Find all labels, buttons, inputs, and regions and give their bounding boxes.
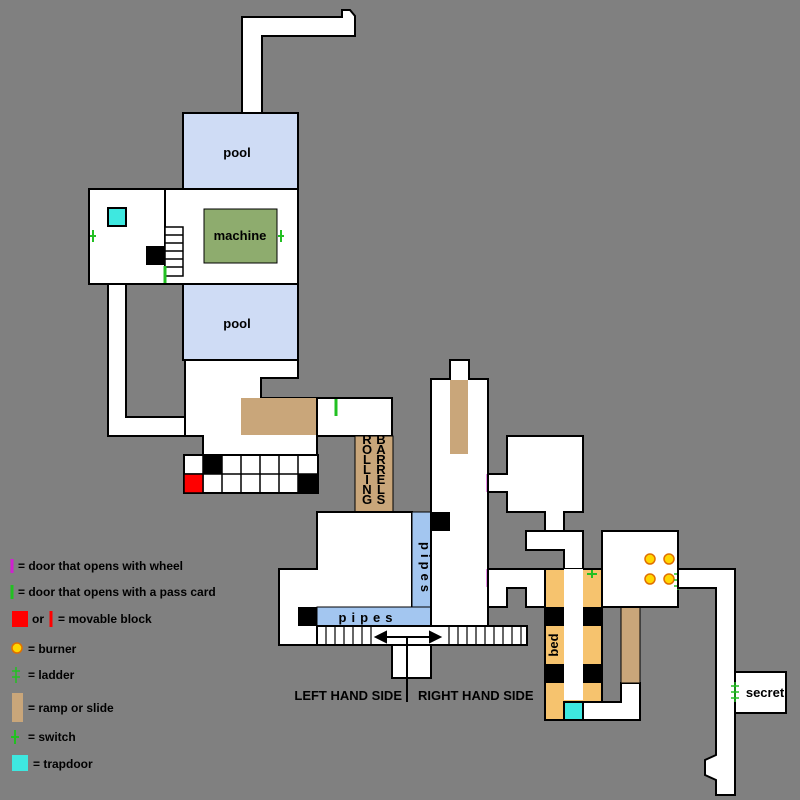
movable-block-legend-icon — [12, 611, 28, 627]
right-upper-room — [487, 435, 584, 532]
trapdoor-marker — [107, 207, 127, 227]
movable-block — [183, 473, 204, 494]
svg-text:= trapdoor: = trapdoor — [33, 757, 93, 771]
black-block — [146, 246, 165, 265]
switch-icon — [278, 230, 284, 242]
tower-ramp — [450, 380, 468, 454]
bed-label: bed — [546, 633, 561, 656]
side-room — [487, 568, 546, 608]
connector — [525, 530, 584, 570]
legend: = door that opens with wheel = door that… — [10, 559, 216, 771]
pool-top-room — [182, 112, 299, 190]
ladder-icon — [164, 226, 184, 277]
machine-label: machine — [214, 228, 267, 243]
right-hand-side-label: RIGHT HAND SIDE — [418, 688, 534, 703]
svg-text:= door that opens with wheel: = door that opens with wheel — [18, 559, 183, 573]
machine — [203, 208, 278, 264]
svg-text:= door that opens with a pass: = door that opens with a pass card — [18, 585, 216, 599]
trapdoor-marker — [563, 701, 584, 721]
ramp-legend-icon — [12, 693, 23, 722]
svg-text:= burner: = burner — [28, 642, 77, 656]
svg-text:= movable block: = movable block — [58, 612, 152, 626]
entrance — [391, 644, 432, 679]
pool-bottom-room — [182, 283, 299, 361]
svg-text:= ramp or slide: = ramp or slide — [28, 701, 114, 715]
left-upper-room — [88, 188, 166, 285]
barrels-top-room — [316, 397, 393, 437]
burner-room — [601, 530, 679, 608]
left-corridor — [107, 283, 186, 437]
pool-bottom-label: pool — [223, 316, 250, 331]
ladder-legend-icon — [12, 667, 20, 683]
top-corridor — [241, 9, 356, 114]
svg-text:or: or — [32, 612, 44, 626]
switch-legend-icon — [11, 730, 19, 744]
tile-grid — [183, 454, 319, 494]
secret-room — [734, 671, 787, 714]
secret-label: secret — [746, 685, 785, 700]
switch-icon — [90, 230, 96, 242]
pipes-horizontal-label: pipes — [339, 610, 398, 625]
svg-text:= switch: = switch — [28, 730, 76, 744]
left-hand-side-label: LEFT HAND SIDE — [294, 688, 402, 703]
trapdoor-legend-icon — [12, 755, 28, 771]
pipes-vertical-label: pipes — [418, 542, 433, 596]
east-corridor — [677, 568, 736, 796]
switch-icon — [587, 570, 597, 578]
direction-arrow-icon — [373, 630, 443, 702]
walkway — [316, 625, 528, 646]
ladder-icon — [731, 682, 739, 702]
rolling-barrels-ramp — [354, 435, 394, 513]
ramp — [241, 398, 316, 435]
pool-top-label: pool — [223, 145, 250, 160]
burner-icon — [644, 553, 675, 585]
svg-text:= ladder: = ladder — [28, 668, 75, 682]
ramp — [620, 606, 641, 684]
burner-legend-icon — [11, 642, 23, 654]
